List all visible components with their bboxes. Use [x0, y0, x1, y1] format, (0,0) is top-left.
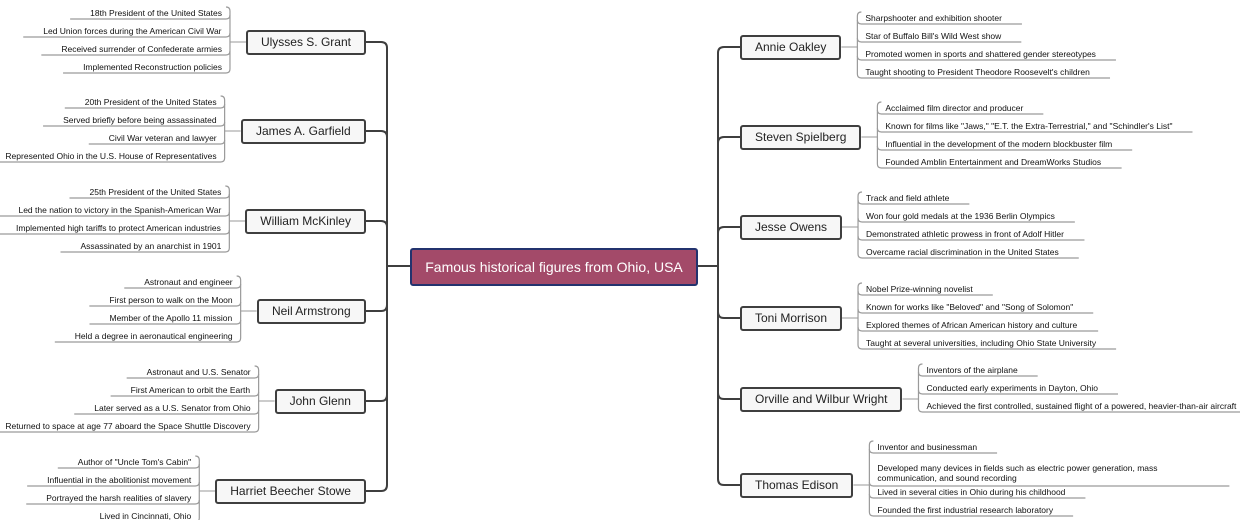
- connector-line: [857, 253, 1079, 259]
- connector-line: [63, 68, 231, 74]
- leaf-item[interactable]: Influential in the abolitionist movement: [47, 475, 192, 485]
- topic-toni-morrison[interactable]: Toni Morrison: [740, 305, 843, 331]
- leaf-item[interactable]: Taught shooting to President Theodore Ro…: [865, 67, 1090, 77]
- leaf-item[interactable]: 18th President of the United States: [90, 8, 222, 18]
- connector-line: [717, 266, 740, 400]
- leaf-item[interactable]: Inventors of the airplane: [926, 365, 1018, 375]
- leaf-item[interactable]: Won four gold medals at the 1936 Berlin …: [866, 211, 1055, 221]
- leaf-item[interactable]: Inventor and businessman: [877, 442, 978, 452]
- connector-line: [868, 511, 1074, 517]
- leaf-item[interactable]: Lived in Cincinnati, Ohio: [99, 511, 192, 521]
- leaf-item[interactable]: Developed many devices in fields such as…: [877, 463, 1158, 483]
- leaf-item[interactable]: Received surrender of Confederate armies: [61, 44, 222, 54]
- leaf-item[interactable]: Known for films like "Jaws," "E.T. the E…: [885, 121, 1173, 131]
- leaf-item[interactable]: Sharpshooter and exhibition shooter: [865, 13, 1002, 23]
- connector-line: [366, 220, 388, 266]
- connector-line: [366, 266, 388, 492]
- leaf-item[interactable]: Explored themes of African American hist…: [866, 320, 1078, 330]
- connector-line: [225, 6, 231, 69]
- connector-line: [717, 136, 740, 266]
- leaf-item[interactable]: Taught at several universities, includin…: [866, 338, 1097, 348]
- leaf-item[interactable]: Founded the first industrial research la…: [877, 505, 1054, 515]
- connector-line: [717, 46, 740, 266]
- leaf-item[interactable]: Later served as a U.S. Senator from Ohio: [94, 403, 251, 413]
- leaf-item[interactable]: Track and field athlete: [866, 193, 950, 203]
- topic-steven-spielberg[interactable]: Steven Spielberg: [740, 124, 862, 150]
- leaf-item[interactable]: Overcame racial discrimination in the Un…: [866, 247, 1059, 257]
- leaf-item[interactable]: Led the nation to victory in the Spanish…: [18, 205, 222, 215]
- connector-line: [856, 73, 1111, 79]
- leaf-item[interactable]: Influential in the development of the mo…: [885, 139, 1113, 149]
- leaf-item[interactable]: Achieved the first controlled, sustained…: [926, 401, 1237, 411]
- leaf-item[interactable]: Promoted women in sports and shattered g…: [865, 49, 1096, 59]
- connector-line: [876, 163, 1122, 169]
- leaf-item[interactable]: Known for works like "Beloved" and "Song…: [866, 302, 1074, 312]
- leaf-item[interactable]: Lived in several cities in Ohio during h…: [877, 487, 1066, 497]
- connector-line: [917, 407, 1240, 413]
- leaf-item[interactable]: Conducted early experiments in Dayton, O…: [926, 383, 1098, 393]
- topic-orville-and-wilbur-wright[interactable]: Orville and Wilbur Wright: [740, 386, 903, 412]
- leaf-item[interactable]: Author of "Uncle Tom's Cabin": [77, 457, 192, 467]
- connector-line: [717, 266, 740, 319]
- connector-line: [717, 226, 740, 266]
- central-topic[interactable]: Famous historical figures from Ohio, USA: [410, 248, 698, 286]
- connector-line: [220, 95, 226, 158]
- leaf-item[interactable]: Returned to space at age 77 aboard the S…: [5, 421, 251, 431]
- connector-line: [857, 191, 863, 254]
- connector-line: [0, 157, 226, 163]
- leaf-item[interactable]: Civil War veteran and lawyer: [108, 133, 217, 143]
- leaf-item[interactable]: Implemented Reconstruction policies: [83, 62, 222, 72]
- connector-line: [717, 266, 740, 486]
- connector-line: [195, 455, 200, 518]
- connector-line: [917, 363, 923, 408]
- connector-line: [366, 130, 388, 266]
- leaf-item[interactable]: Star of Buffalo Bill's Wild West show: [865, 31, 1002, 41]
- connector-line: [225, 185, 230, 248]
- connector-line: [54, 337, 242, 343]
- connector-line: [198, 517, 200, 520]
- leaf-item[interactable]: Astronaut and U.S. Senator: [146, 367, 251, 377]
- connector-line: [857, 282, 863, 345]
- connector-line: [254, 365, 260, 428]
- leaf-item[interactable]: Founded Amblin Entertainment and DreamWo…: [885, 157, 1102, 167]
- leaf-item[interactable]: Astronaut and engineer: [144, 277, 233, 287]
- topic-john-glenn[interactable]: John Glenn: [274, 388, 366, 414]
- leaf-item[interactable]: Served briefly before being assassinated: [63, 115, 217, 125]
- leaf-item[interactable]: Nobel Prize-winning novelist: [866, 284, 973, 294]
- connector-line: [856, 11, 862, 74]
- leaf-item[interactable]: Represented Ohio in the U.S. House of Re…: [5, 151, 217, 161]
- connector-line: [366, 41, 388, 266]
- leaf-item[interactable]: First American to orbit the Earth: [130, 385, 251, 395]
- topic-neil-armstrong[interactable]: Neil Armstrong: [256, 298, 366, 324]
- topic-ulysses-s-grant[interactable]: Ulysses S. Grant: [245, 29, 366, 55]
- leaf-item[interactable]: Held a degree in aeronautical engineerin…: [74, 331, 233, 341]
- leaf-item[interactable]: 20th President of the United States: [84, 97, 217, 107]
- connector-line: [0, 427, 260, 433]
- topic-jesse-owens[interactable]: Jesse Owens: [740, 214, 843, 240]
- leaf-item[interactable]: Implemented high tariffs to protect Amer…: [15, 223, 221, 233]
- topic-thomas-edison[interactable]: Thomas Edison: [740, 472, 854, 498]
- connector-line: [366, 266, 388, 402]
- topic-william-mckinley[interactable]: William McKinley: [245, 208, 366, 234]
- leaf-item[interactable]: Led Union forces during the American Civ…: [43, 26, 222, 36]
- leaf-item[interactable]: Portrayed the harsh realities of slavery: [46, 493, 192, 503]
- leaf-item[interactable]: Acclaimed film director and producer: [885, 103, 1024, 113]
- connector-line: [857, 344, 1117, 350]
- topic-harriet-beecher-stowe[interactable]: Harriet Beecher Stowe: [215, 478, 366, 504]
- connector-line: [366, 266, 388, 312]
- leaf-item[interactable]: First person to walk on the Moon: [109, 295, 233, 305]
- leaf-item[interactable]: Demonstrated athletic prowess in front o…: [866, 229, 1064, 239]
- connector-line: [60, 247, 230, 253]
- topic-annie-oakley[interactable]: Annie Oakley: [740, 34, 842, 60]
- connector-line: [236, 275, 242, 338]
- connector-line: [876, 101, 882, 164]
- leaf-item[interactable]: Member of the Apollo 11 mission: [109, 313, 233, 323]
- leaf-item[interactable]: Assassinated by an anarchist in 1901: [80, 241, 222, 251]
- topic-james-a-garfield[interactable]: James A. Garfield: [240, 118, 366, 144]
- leaf-item[interactable]: 25th President of the United States: [89, 187, 222, 197]
- connector-line: [868, 440, 874, 512]
